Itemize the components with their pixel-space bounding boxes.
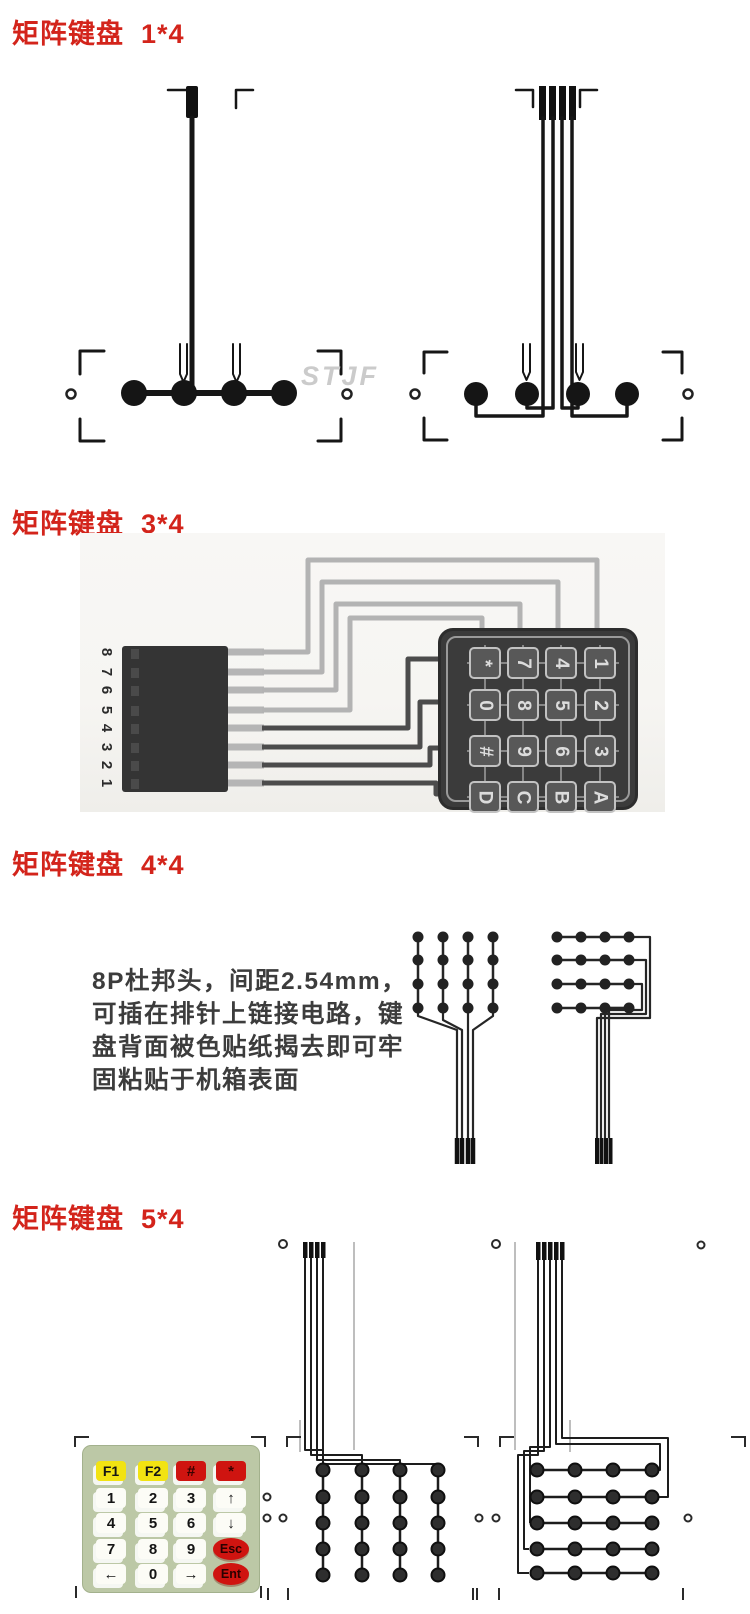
key-6: 6: [176, 1513, 206, 1533]
key-2: 2: [138, 1488, 168, 1508]
key-f2: F2: [138, 1461, 168, 1481]
ribbon-wires: [228, 648, 264, 787]
key-arrow-up: ↑: [216, 1488, 246, 1508]
trace-5x4-column-dots: [315, 1462, 446, 1583]
membrane-trace-diagram-1x4: STJF: [65, 86, 694, 443]
row-traces: [262, 656, 446, 797]
key: #: [469, 735, 501, 767]
pin-label: 8: [98, 647, 116, 657]
key-4: 4: [96, 1513, 126, 1533]
key: 1: [584, 647, 616, 679]
key: A: [584, 781, 616, 813]
key: 5: [545, 689, 577, 721]
key-1: 1: [96, 1488, 126, 1508]
key: C: [507, 781, 539, 813]
key-esc: Esc: [213, 1538, 249, 1560]
key-ent: Ent: [213, 1563, 249, 1585]
trace-diagram-1x4-individual-lines: [409, 86, 694, 442]
key: 7: [507, 647, 539, 679]
key: 4: [545, 647, 577, 679]
section-title-5x4: 矩阵键盘 5*4: [12, 1204, 185, 1234]
pin-label: 5: [98, 705, 116, 715]
trace-diagram-1x4-common-bus: [65, 86, 353, 443]
key-7: 7: [96, 1539, 126, 1559]
key: D: [469, 781, 501, 813]
key-ridge-lines: [467, 645, 619, 801]
key-arrow-left: ←: [96, 1564, 126, 1584]
key-hash: #: [176, 1461, 206, 1481]
pin-label: 1: [98, 778, 116, 788]
key-arrow-down: ↓: [216, 1513, 246, 1533]
trace-4x4-columns: [416, 937, 495, 1164]
description-line: 8P杜邦头，间距2.54mm，: [92, 968, 408, 995]
registration-marks: [74, 1239, 746, 1600]
trace-5x4-rows: [514, 1242, 669, 1575]
key-8: 8: [138, 1539, 168, 1559]
key-5: 5: [138, 1513, 168, 1533]
keypad-5x4-body: F1 F2 # * 1 2 3 ↑ 4 5 6 ↓ 7 8 9 Esc ← 0 …: [82, 1445, 260, 1593]
trace-4x4-rows: [557, 935, 652, 1164]
trace-5x4-row-dots: [529, 1462, 660, 1581]
key: 6: [545, 735, 577, 767]
key: 2: [584, 689, 616, 721]
key-arrow-right: →: [176, 1564, 206, 1584]
description-line: 固粘贴于机箱表面: [92, 1067, 300, 1094]
trace-4x4-column-dots: [412, 931, 499, 1014]
pin-label: 3: [98, 742, 116, 752]
pin-label: 7: [98, 667, 116, 677]
membrane-trace-diagram-5x4: [74, 1239, 746, 1600]
key-3: 3: [176, 1488, 206, 1508]
pin-label: 2: [98, 760, 116, 770]
key: *: [469, 647, 501, 679]
key-9: 9: [176, 1539, 206, 1559]
keypad-3x4-body: * 7 4 1 0 8 5 2 # 9 6 3 D C B A: [438, 628, 638, 813]
pin-label: 4: [98, 723, 116, 733]
keypad-3x4-wiring: [122, 557, 600, 797]
watermark-text: STJF: [301, 361, 379, 391]
trace-4x4-row-dots: [551, 931, 635, 1014]
key-0: 0: [138, 1564, 168, 1584]
description-line: 可插在排针上链接电路，键: [92, 1001, 404, 1028]
key-f1: F1: [96, 1461, 126, 1481]
dupont-connector: [122, 646, 228, 792]
key-star: *: [216, 1461, 246, 1481]
keypad-3x4-product-photo: 8 7 6 5 4 3 2 1 * 7 4 1 0 8 5 2 # 9 6 3 …: [80, 533, 665, 813]
section-title-4x4: 矩阵键盘 4*4: [12, 850, 185, 880]
section-title-1x4: 矩阵键盘 1*4: [12, 19, 185, 49]
key: 8: [507, 689, 539, 721]
key: 3: [584, 735, 616, 767]
membrane-trace-diagram-4x4: [412, 931, 652, 1164]
key: 9: [507, 735, 539, 767]
key: B: [545, 781, 577, 813]
pin-label: 6: [98, 685, 116, 695]
key: 0: [469, 689, 501, 721]
column-traces: [262, 557, 600, 713]
description-line: 盘背面被色贴纸揭去即可牢: [92, 1034, 404, 1061]
